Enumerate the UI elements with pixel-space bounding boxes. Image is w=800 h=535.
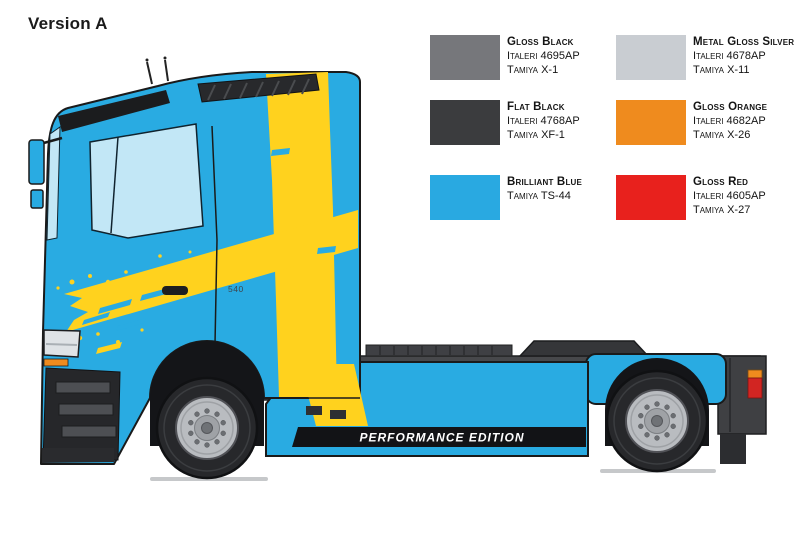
door-handle xyxy=(162,286,188,295)
color-chip xyxy=(616,175,686,220)
color-chip xyxy=(616,100,686,145)
color-name: Gloss Red xyxy=(693,176,749,188)
color-name: Gloss Orange xyxy=(693,101,768,113)
bumper-lip xyxy=(42,448,114,463)
roof-antennas xyxy=(145,56,169,85)
color-code-tamiya: Tamiya XF-1 xyxy=(507,129,565,142)
color-name: Metal Gloss Silver xyxy=(693,36,795,48)
swatch-gloss-black: Gloss Black Italeri 4695AP Tamiya X-1 xyxy=(430,35,610,80)
swatch-flat-black: Flat Black Italeri 4768AP Tamiya XF-1 xyxy=(430,100,610,145)
color-code-italeri: Italeri 4695AP xyxy=(507,49,580,62)
side-window xyxy=(89,123,204,239)
color-code-tamiya: Tamiya X-11 xyxy=(693,64,750,77)
color-name: Flat Black xyxy=(507,101,565,113)
swatch-metal-gloss-silver: Metal Gloss Silver Italeri 4678AP Tamiya… xyxy=(616,35,796,80)
door-seam xyxy=(211,125,218,345)
performance-text: PERFORMANCE EDITION xyxy=(359,431,524,445)
color-code-italeri: Italeri 4768AP xyxy=(507,114,580,127)
color-chip xyxy=(430,100,500,145)
color-code-tamiya: Tamiya X-27 xyxy=(693,204,751,217)
color-code-italeri: Italeri 4678AP xyxy=(693,49,766,62)
color-name: Brilliant Blue xyxy=(507,176,583,188)
color-code-italeri: Italeri 4605AP xyxy=(693,189,766,202)
front-wheel xyxy=(155,376,259,480)
roof-vent xyxy=(197,73,320,103)
color-code-italeri: Italeri 4682AP xyxy=(693,114,766,127)
tail-light-orange xyxy=(747,369,763,379)
skirt-vents xyxy=(306,406,346,419)
turn-indicator xyxy=(43,358,69,367)
horizontal-band xyxy=(64,210,358,332)
color-chip xyxy=(430,35,500,80)
headlight xyxy=(43,329,81,367)
rear-mudflap xyxy=(720,434,746,464)
performance-stripe: PERFORMANCE EDITION xyxy=(292,427,586,447)
color-chip xyxy=(430,175,500,220)
color-code-tamiya: Tamiya X-26 xyxy=(693,129,751,142)
sun-visor xyxy=(58,90,170,132)
cab-badge: 540 xyxy=(228,284,244,294)
swatch-gloss-red: Gloss Red Italeri 4605AP Tamiya X-27 xyxy=(616,175,796,220)
swatch-brilliant-blue: Brilliant Blue Tamiya TS-44 xyxy=(430,175,610,220)
entry-steps xyxy=(42,367,121,463)
windshield-edge xyxy=(46,126,61,241)
color-code-tamiya: Tamiya TS-44 xyxy=(507,189,571,202)
page-title: Version A xyxy=(28,14,108,33)
catwalk xyxy=(365,344,513,357)
color-name: Gloss Black xyxy=(507,36,574,48)
color-chip xyxy=(616,35,686,80)
color-code-tamiya: Tamiya X-1 xyxy=(507,64,559,77)
tail-light-red xyxy=(747,377,763,399)
swatch-gloss-orange: Gloss Orange Italeri 4682AP Tamiya X-26 xyxy=(616,100,796,145)
side-mirror xyxy=(28,136,63,209)
rear-wheel xyxy=(605,369,709,473)
